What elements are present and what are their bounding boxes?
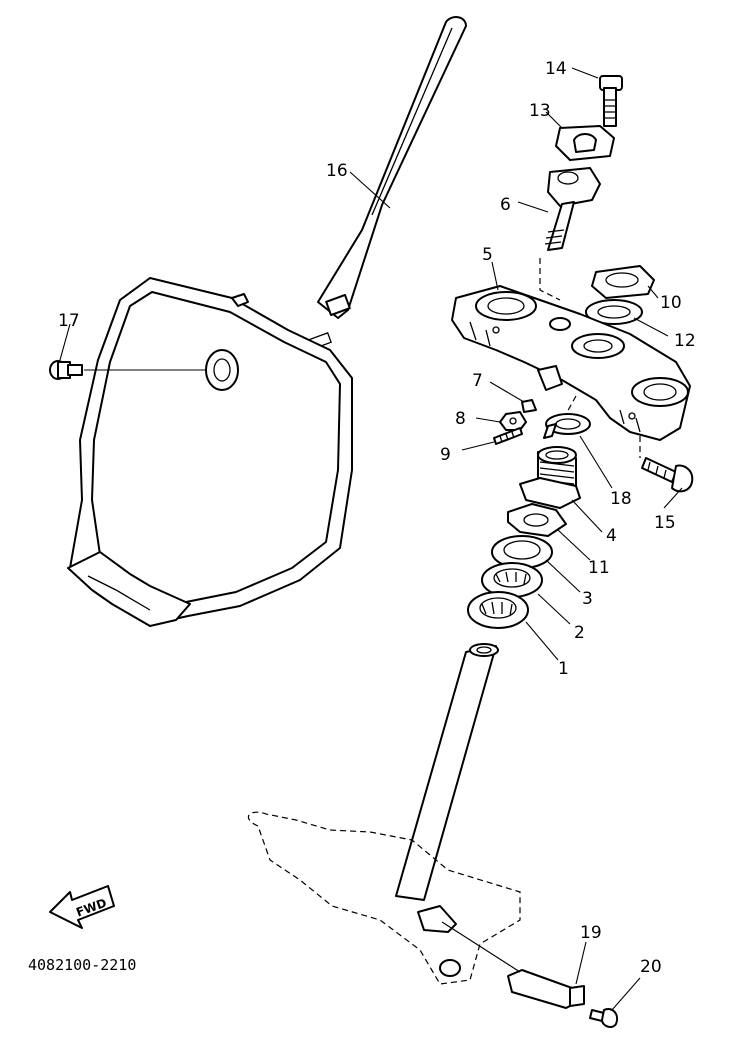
callout-5: 5	[482, 245, 493, 265]
bolt-17	[49, 360, 206, 380]
steering-stem	[247, 643, 521, 985]
handlebar-clamp-upper-13	[555, 125, 615, 161]
screw-9	[493, 427, 523, 445]
washer-18	[543, 395, 591, 439]
callout-15: 15	[654, 513, 676, 533]
handlebar-holder-6	[539, 167, 601, 301]
callout-20: 20	[640, 957, 662, 977]
callout-7: 7	[472, 371, 483, 391]
callout-4: 4	[606, 526, 617, 546]
callout-11: 11	[588, 558, 610, 578]
callout-14: 14	[545, 59, 567, 79]
callout-9: 9	[440, 445, 451, 465]
washer-12	[585, 299, 643, 325]
bearing-cover-3	[491, 535, 553, 569]
fwd-arrow-icon: FWD	[49, 885, 115, 929]
ring-nut-11	[507, 503, 567, 537]
callout-16: 16	[326, 161, 348, 181]
nut-10	[591, 265, 655, 299]
bolt-14	[599, 75, 623, 127]
callout-3: 3	[582, 589, 593, 609]
callout-leaders	[59, 67, 683, 1011]
upper-bracket-5	[451, 285, 691, 441]
cable-guide-19	[441, 921, 585, 1009]
collar-7	[521, 365, 563, 413]
number-plate-assembly	[67, 16, 467, 627]
ring-nut-4	[519, 446, 581, 509]
bolt-15	[639, 436, 694, 493]
callout-labels: 14 13 6 5 16 17 10 12 7 8 9 18 15 4 11 3…	[58, 59, 696, 977]
callout-12: 12	[674, 331, 696, 351]
callout-19: 19	[580, 923, 602, 943]
drawing-code: 4082100-2210	[28, 956, 136, 974]
bolt-20	[589, 1008, 618, 1028]
nut-8	[499, 411, 527, 431]
callout-2: 2	[574, 623, 585, 643]
callout-10: 10	[660, 293, 682, 313]
callout-18: 18	[610, 489, 632, 509]
callout-6: 6	[500, 195, 511, 215]
bearing-1	[467, 591, 529, 629]
callout-1: 1	[558, 659, 569, 679]
callout-8: 8	[455, 409, 466, 429]
callout-13: 13	[529, 101, 551, 121]
callout-17: 17	[58, 311, 80, 331]
